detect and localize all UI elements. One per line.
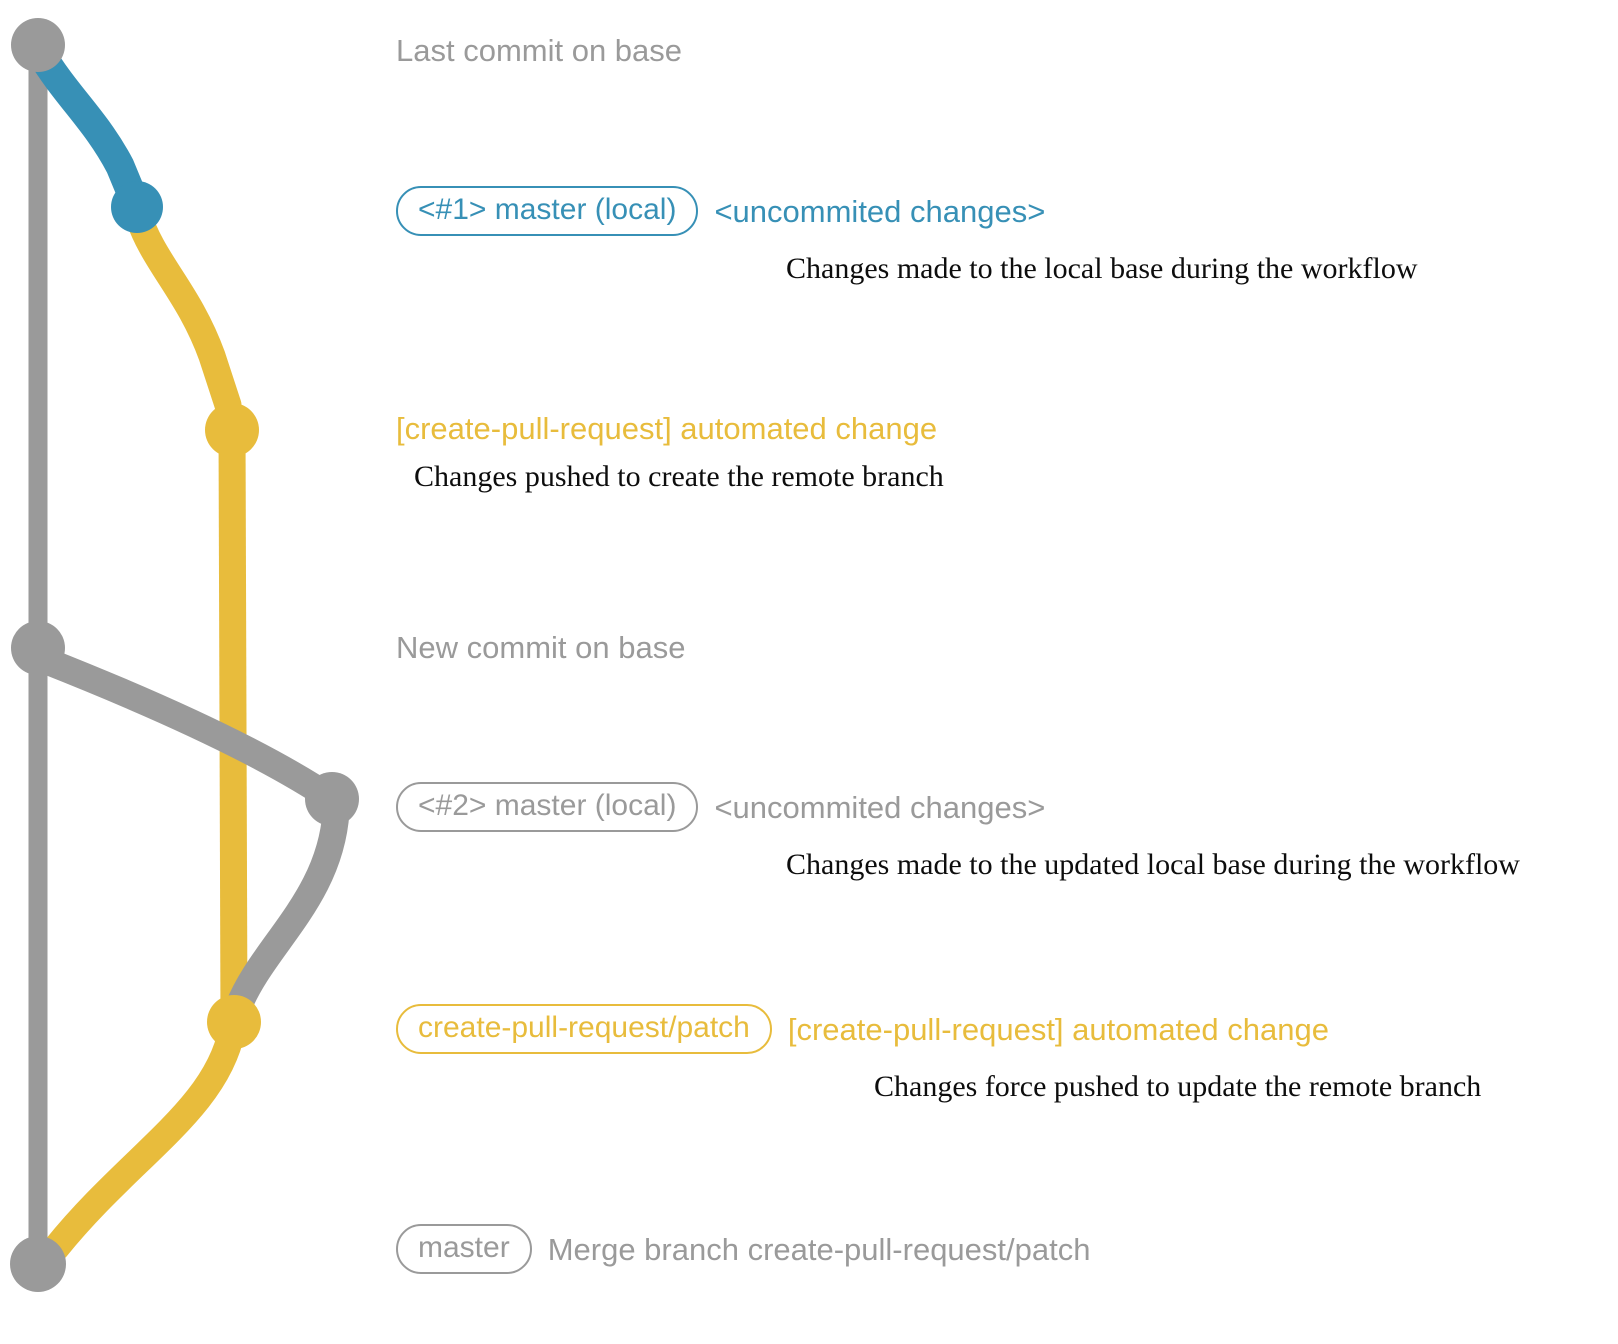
- ref-badge-master[interactable]: master: [396, 1224, 532, 1274]
- commit-subject-automated-change-1: [create-pull-request] automated change: [396, 411, 938, 446]
- row-new-commit-on-base: New commit on base: [396, 632, 685, 663]
- commit-subject-last-commit-on-base: Last commit on base: [396, 33, 683, 68]
- patch-branch-gold-lane: [218, 429, 248, 1023]
- commit-dot-automated-change-2[interactable]: [207, 995, 261, 1049]
- commit-description-automated-change-1: Changes pushed to create the remote bran…: [414, 460, 944, 493]
- ref-badge-master-local-1[interactable]: <#1> master (local): [396, 186, 699, 236]
- commit-subject-master-local-2: <uncommited changes>: [714, 789, 1046, 825]
- row-automated-change-2: create-pull-request/patch [create-pull-r…: [396, 1004, 1481, 1102]
- row-master-local-1: <#1> master (local) <uncommited changes>…: [396, 186, 1418, 284]
- ref-badge-create-pull-request-patch[interactable]: create-pull-request/patch: [396, 1004, 772, 1054]
- row-last-commit-on-base: Last commit on base: [396, 35, 682, 66]
- commit-subject-automated-change-2: [create-pull-request] automated change: [787, 1011, 1329, 1047]
- row-merge-commit: master Merge branch create-pull-request/…: [396, 1224, 1090, 1274]
- commit-dot-last-commit-on-base[interactable]: [11, 18, 65, 72]
- commit-subject-master-local-1: <uncommited changes>: [714, 193, 1046, 229]
- commit-dot-new-commit-on-base[interactable]: [11, 621, 65, 675]
- patch-merge-gold-line: [42, 1016, 246, 1262]
- commit-dot-merge-commit-master[interactable]: [10, 1236, 66, 1292]
- commit-subject-new-commit-on-base: New commit on base: [396, 630, 686, 665]
- commit-description-master-local-2: Changes made to the updated local base d…: [786, 848, 1520, 881]
- commit-dot-automated-change-1[interactable]: [205, 403, 259, 457]
- commit-subject-merge-commit: Merge branch create-pull-request/patch: [547, 1231, 1091, 1267]
- row-master-local-2: <#2> master (local) <uncommited changes>…: [396, 782, 1520, 880]
- local-branch-gray-line: [30, 646, 346, 813]
- commit-description-automated-change-2: Changes force pushed to update the remot…: [874, 1070, 1482, 1103]
- ref-badge-master-local-2[interactable]: <#2> master (local): [396, 782, 699, 832]
- local-to-patch-gray-line: [224, 798, 350, 1022]
- commit-dot-master-local-2[interactable]: [305, 772, 359, 826]
- commit-description-master-local-1: Changes made to the local base during th…: [786, 252, 1418, 285]
- commit-dot-master-local-1[interactable]: [111, 181, 163, 233]
- row-automated-change-1: [create-pull-request] automated change C…: [396, 413, 944, 492]
